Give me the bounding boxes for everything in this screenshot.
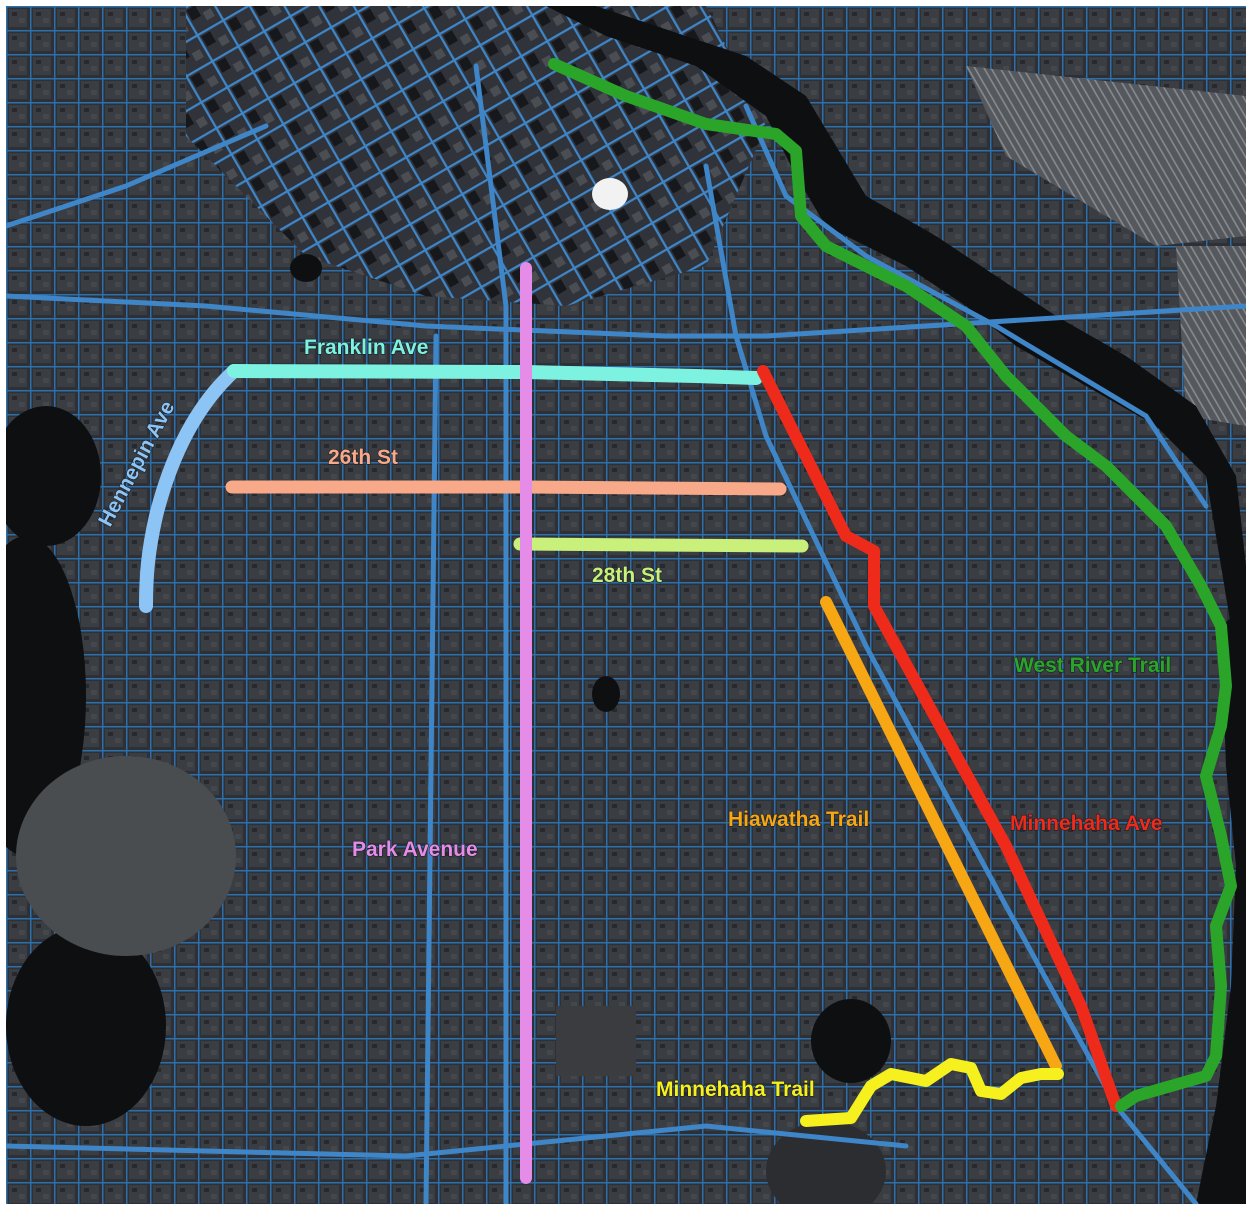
- label-28th: 28th St: [592, 564, 662, 587]
- route-28th-line[interactable]: [513, 537, 809, 553]
- rail-yard-northeast: [966, 66, 1246, 246]
- route-minnehaha-trail-line[interactable]: [800, 1058, 1064, 1127]
- route-west-river-line[interactable]: [548, 58, 1237, 1112]
- label-26th: 26th St: [328, 446, 398, 469]
- label-west-river: West River Trail: [1014, 654, 1171, 677]
- route-franklin-line[interactable]: [227, 364, 763, 385]
- powderhorn-lake: [592, 676, 620, 712]
- park-block: [556, 1006, 636, 1076]
- lake-of-the-isles: [6, 406, 101, 546]
- downtown-grid: [186, 6, 766, 306]
- map-canvas[interactable]: Franklin Ave Hennepin Ave 26th St 28th S…: [6, 6, 1246, 1204]
- label-minnehaha-ave: Minnehaha Ave: [1010, 812, 1162, 835]
- road-crosstown: [6, 1123, 909, 1159]
- rail-yard-east: [1176, 246, 1246, 426]
- river-south-channel: [1196, 606, 1246, 1204]
- road-river-parkway: [743, 103, 1209, 509]
- road-i94: [6, 293, 1246, 339]
- route-hennepin-line[interactable]: [139, 364, 241, 613]
- label-minnehaha-trail: Minnehaha Trail: [656, 1078, 815, 1101]
- highlighted-routes: [139, 58, 1237, 1184]
- label-park: Park Avenue: [352, 838, 478, 861]
- road-i394: [6, 123, 269, 229]
- major-roads: [6, 63, 1246, 1204]
- loring-lake: [290, 254, 322, 282]
- label-hiawatha: Hiawatha Trail: [728, 808, 869, 831]
- lake-harriet: [6, 926, 166, 1126]
- label-franklin: Franklin Ave: [304, 336, 428, 359]
- road-i35w: [473, 63, 509, 1204]
- route-26th-line[interactable]: [225, 480, 787, 496]
- route-minnehaha-ave-line[interactable]: [757, 365, 1122, 1112]
- map-frame[interactable]: Franklin Ave Hennepin Ave 26th St 28th S…: [6, 6, 1246, 1204]
- lake-hiawatha: [811, 999, 891, 1083]
- lakewood-cemetery: [16, 756, 236, 956]
- route-hiawatha-line[interactable]: [820, 596, 1062, 1072]
- stadium-dome: [592, 178, 628, 210]
